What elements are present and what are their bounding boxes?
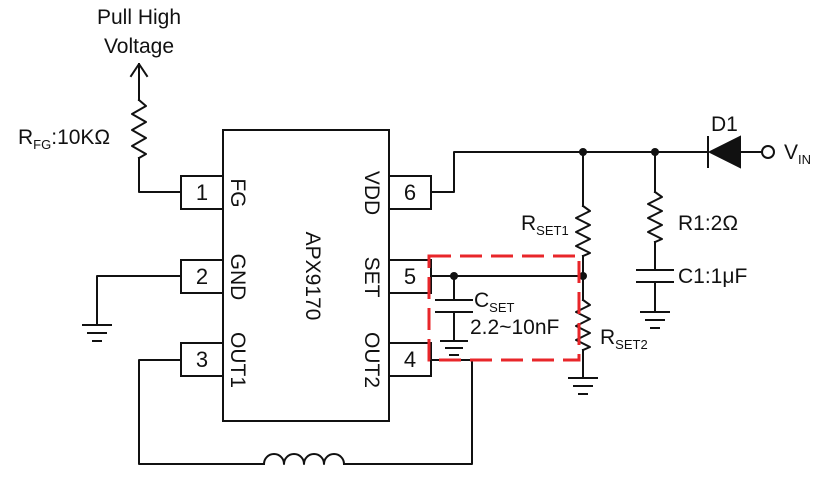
pin-2-number: 2 [196,264,208,289]
pull-high-label-line1: Pull High [97,6,181,29]
cset-capacitor [435,299,473,313]
rset2-resistor [575,298,591,352]
pin-1-number: 1 [196,180,208,205]
vin-label: VIN [784,141,811,167]
wire-vdd [430,151,707,193]
pin-5-label: SET [360,257,383,298]
pull-high-arrow [129,63,149,101]
pull-high-label-line2: Voltage [104,35,174,58]
ground-symbol-left [82,324,112,342]
inductor-coil [262,453,346,466]
d1-label: D1 [711,113,738,136]
c1-label: C1:1μF [678,265,747,288]
pin-3-box [180,342,224,377]
ground-symbol-rset2 [568,377,598,395]
pin-3-label: OUT1 [226,332,249,388]
rset2-label: RSET2 [600,326,648,352]
rfg-label: RFG:10KΩ [18,126,110,152]
pin-1-label: FG [226,178,249,207]
wire-out1 [138,359,265,465]
rset1-label: RSET1 [521,212,569,238]
ground-symbol-c1 [640,311,670,329]
r1-label: R1:2Ω [678,212,738,235]
wire-gnd [96,275,182,326]
rfg-resistor [131,98,147,160]
r1-resistor [647,190,663,244]
pin-3-number: 3 [196,347,208,372]
ic-body [222,129,390,422]
cset-label: CSET [474,289,515,315]
wire-fg [138,157,182,193]
pin-5-number: 5 [404,264,416,289]
pin-2-label: GND [226,254,249,301]
ground-symbol-cset [440,340,468,356]
c1-capacitor [636,269,674,283]
ic-part-name: APX9170 [301,232,324,321]
pin-6-number: 6 [404,180,416,205]
pin-1-box [180,175,224,210]
vin-terminal [761,145,775,159]
highlight-box-set-network [427,254,581,362]
cset-value-label: 2.2~10nF [470,316,559,339]
diode-d1 [707,135,763,169]
pin-6-label: VDD [360,171,383,215]
rset1-resistor [575,204,591,258]
pin-4-label: OUT2 [360,332,383,388]
pin-4-number: 4 [404,347,416,372]
